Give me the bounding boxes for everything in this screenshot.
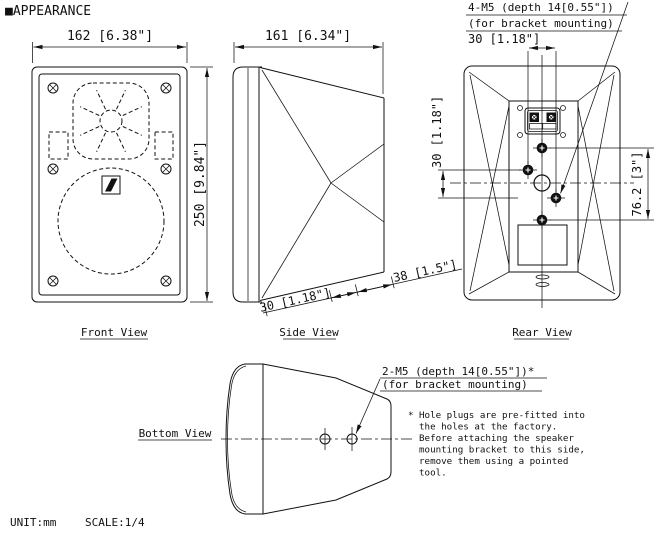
- bottom-view: 2-M5 (depth 14[0.55"])* (for bracket mou…: [138, 363, 547, 515]
- note-line-5: remove them using a pointed: [419, 456, 568, 467]
- side-depth-dimension: 161 [6.34"]: [233, 29, 384, 94]
- rear-hole-spacing-v-dimension: 30 [1.18"]: [430, 96, 521, 199]
- side-fold-lines: [261, 69, 385, 299]
- side-view: 161 [6.34"]: [232, 29, 463, 340]
- front-height-dim-text: 250 [9.84"]: [193, 141, 208, 227]
- side-bottom-dimensions: 30 [1.18"] 38 [1.5"]: [258, 257, 463, 317]
- page-title: ■APPEARANCE: [5, 4, 91, 19]
- rear-slot-2: [535, 282, 550, 287]
- rear-view: 4-M5 (depth 14[0.55"]) (for bracket moun…: [430, 1, 654, 340]
- scale-label: SCALE:1/4: [85, 516, 145, 529]
- rear-hole-spacing-h-text: 30 [1.18"]: [468, 32, 540, 46]
- rear-bracket-callout: 4-M5 (depth 14[0.55"]) (for bracket moun…: [466, 1, 629, 194]
- front-height-dimension: 250 [9.84"]: [190, 66, 213, 303]
- drawing-footer: UNIT:mm SCALE:1/4: [10, 516, 145, 529]
- side-cabinet: [259, 67, 385, 301]
- brand-logo: [101, 175, 121, 195]
- unit-label: UNIT:mm: [10, 516, 57, 529]
- bottom-callout-line1: 2-M5 (depth 14[0.55"])*: [382, 365, 534, 378]
- rear-callout-leader: [560, 1, 629, 194]
- bottom-view-label: Bottom View: [139, 427, 212, 440]
- front-width-dimension: 162 [6.38"]: [32, 29, 188, 63]
- note-line-4: mounting bracket to this side,: [419, 445, 585, 456]
- side-front-section-dim-text: 30 [1.18"]: [258, 285, 332, 314]
- front-view: 162 [6.38"] 250 [9.84"]: [31, 29, 213, 340]
- front-baffle-outline: [38, 73, 181, 296]
- note-line-2: the holes at the factory.: [419, 422, 557, 433]
- note-line-1: Hole plugs are pre-fitted into: [419, 410, 585, 421]
- bottom-callout-leader: [355, 378, 381, 434]
- side-depth-dim-text: 161 [6.34"]: [265, 29, 351, 44]
- note-line-3: Before attaching the speaker: [419, 433, 574, 444]
- rear-view-label: Rear View: [512, 326, 572, 339]
- front-width-dim-text: 162 [6.38"]: [67, 29, 153, 44]
- front-cabinet-outline: [31, 66, 188, 303]
- rear-callout-line1: 4-M5 (depth 14[0.55"]): [468, 1, 614, 14]
- bottom-m5-holes: [319, 427, 358, 451]
- woofer-outline: [57, 167, 165, 275]
- front-view-label: Front View: [81, 326, 148, 339]
- side-grille: [232, 66, 262, 303]
- rear-taper-lines: [468, 71, 616, 295]
- rear-hole-pitch-text: 76.2 [3"]: [630, 151, 644, 216]
- rear-center-hole: [533, 174, 551, 192]
- note-asterisk: *: [408, 410, 414, 421]
- horn-tweeter: [72, 82, 150, 160]
- side-view-label: Side View: [279, 326, 339, 339]
- speaker-terminal-block: [517, 105, 566, 138]
- hole-plug-note: * Hole plugs are pre-fitted into the hol…: [408, 410, 585, 479]
- rear-slot-1: [535, 274, 550, 280]
- side-rear-section-dim-text: 38 [1.5"]: [392, 257, 459, 285]
- horn-ribs: [79, 89, 143, 153]
- rear-hole-spacing-h-dimension: 30 [1.18"]: [468, 32, 557, 192]
- bottom-callout-line2: (for bracket mounting): [382, 378, 528, 391]
- hidden-slot-right: [154, 131, 174, 160]
- note-line-6: tool.: [419, 468, 447, 479]
- rear-label-plate: [517, 224, 568, 266]
- rear-face-panel: [508, 100, 579, 273]
- rear-hole-pitch-dimension: 76.2 [3"]: [550, 147, 654, 221]
- rear-hole-spacing-v-text: 30 [1.18"]: [430, 96, 444, 168]
- hidden-slot-left: [48, 131, 69, 160]
- bottom-bracket-callout: 2-M5 (depth 14[0.55"])* (for bracket mou…: [355, 365, 547, 434]
- rear-callout-line2: (for bracket mounting): [468, 17, 614, 30]
